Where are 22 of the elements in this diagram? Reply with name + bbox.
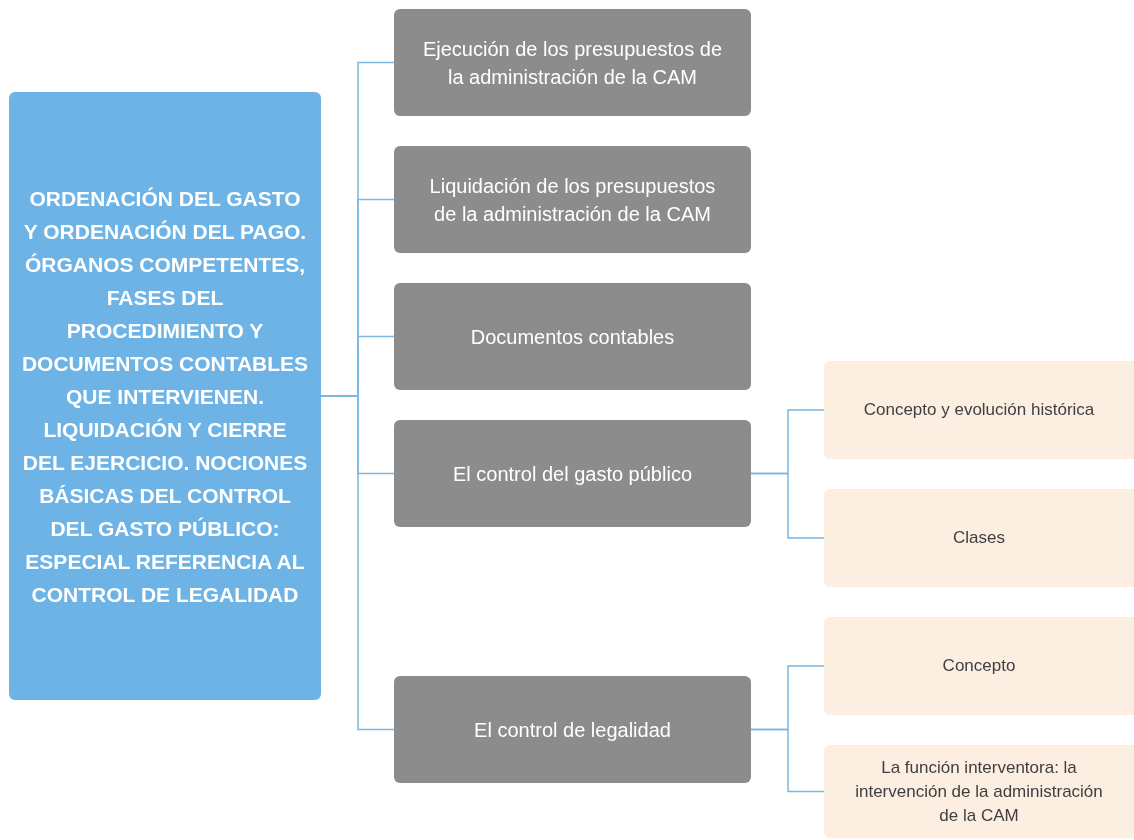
connector-line [750, 472, 825, 539]
node-label: Clases [953, 527, 1005, 549]
detail-box [824, 617, 1134, 715]
node-label: ORDENACIÓN DEL GASTO Y ORDENACIÓN DEL PAGO. ÓRGANOS COMPETENTES, FASES DEL PROCEDIMIENTO Y DOCUMENTOS CONTABLES QUE INTERVIENEN. LIQUIDACIÓN Y CIERRE DEL EJERCICIO. NOCIONES BÁSICAS DEL CONTROL DEL GASTO PÚBLICO: ESPECIAL REFERENCIA AL CONTROL DE LEGALIDAD [21, 185, 309, 608]
node-label: Documentos contables [470, 324, 675, 350]
subtopic-box [394, 420, 751, 527]
detail-box [824, 745, 1134, 838]
node-label: Ejecución de los presupuestos de la administración de la CAM [421, 36, 724, 90]
node-label: El control del gasto público [452, 461, 692, 487]
connector-line [750, 728, 825, 793]
subtopic-box [394, 676, 751, 783]
node-label: Concepto [942, 655, 1016, 677]
node-label: Liquidación de los presupuestos de la administración de la CAM [428, 173, 717, 227]
node-label: La función interventora: la intervención de la administración de la CAM [854, 756, 1104, 827]
subtopic-box [394, 9, 751, 116]
subtopic-box [394, 283, 751, 390]
node-label: Concepto y evolución histórica [863, 399, 1095, 421]
topic-box [9, 92, 321, 700]
node-label: El control de legalidad [474, 717, 671, 743]
detail-box [824, 489, 1134, 587]
detail-box [824, 361, 1134, 459]
subtopic-box [394, 146, 751, 253]
